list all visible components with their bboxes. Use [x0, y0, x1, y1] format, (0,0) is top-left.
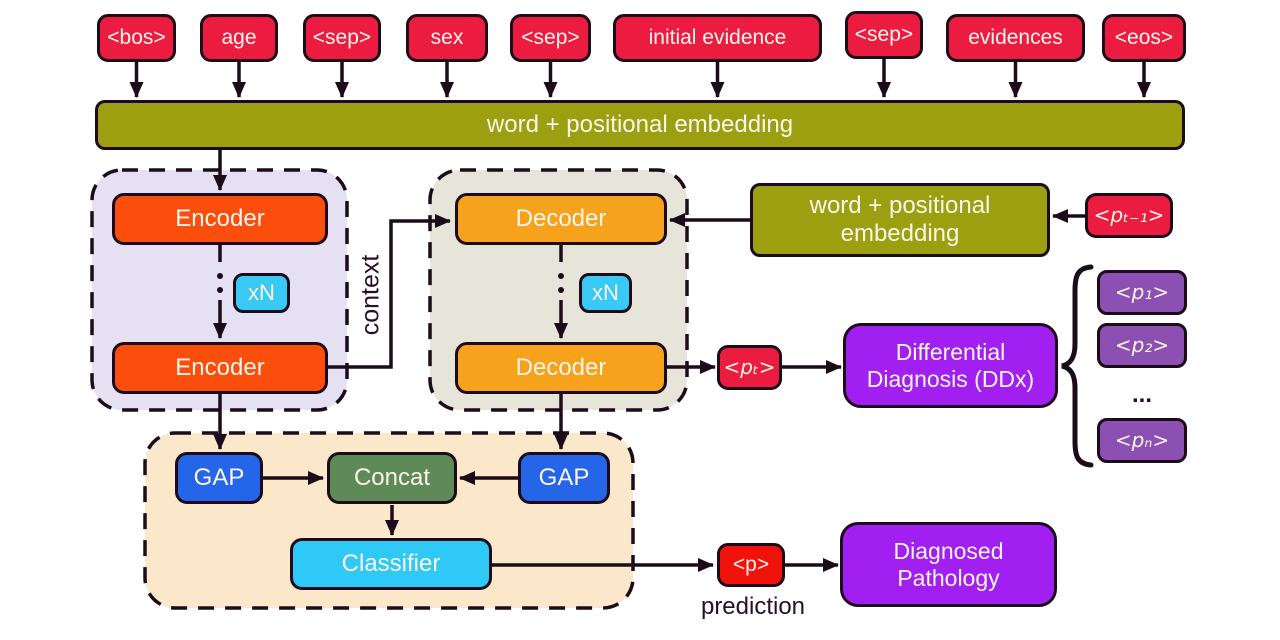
concat-box: Concat	[327, 452, 457, 504]
token-sep-2: <sep>	[510, 14, 591, 62]
token-evidences: evidences	[946, 14, 1085, 62]
decoder-embedding-box: word + positional embedding	[750, 183, 1050, 257]
gap-right-box: GAP	[518, 452, 610, 504]
decoder-bottom-box: Decoder	[455, 342, 667, 394]
differential-diagnosis-box: Differential Diagnosis (DDx)	[843, 323, 1058, 408]
prediction-caption: prediction	[700, 593, 806, 620]
prediction-token: <p>	[717, 543, 785, 587]
prev-prediction-token: <pₜ₋₁>	[1085, 193, 1173, 238]
stack-ellipsis-dots	[217, 273, 564, 293]
outputs-ellipsis: ...	[1131, 381, 1153, 408]
output-token-p1: <p₁>	[1097, 270, 1187, 315]
outputs-brace	[1061, 264, 1094, 468]
output-token-p2: <p₂>	[1097, 323, 1187, 368]
flow-arrows	[213, 150, 1085, 572]
encoder-top-box: Encoder	[112, 193, 328, 245]
token-sep-3: <sep>	[845, 11, 923, 59]
token-arrows	[129, 59, 1151, 98]
token-sex: sex	[406, 14, 488, 62]
decoder-top-box: Decoder	[455, 193, 667, 245]
diagnosed-pathology-box: Diagnosed Pathology	[840, 522, 1057, 607]
decoder-repeat-badge: xN	[579, 273, 632, 313]
gap-left-box: GAP	[175, 452, 263, 504]
token-bos: <bos>	[97, 14, 176, 62]
encoder-bottom-box: Encoder	[112, 342, 328, 394]
token-initial-evidence: initial evidence	[613, 14, 822, 62]
output-token-pn: <pₙ>	[1097, 418, 1187, 463]
encoder-repeat-badge: xN	[233, 273, 290, 313]
context-label: context	[356, 254, 385, 336]
token-eos: <eos>	[1102, 14, 1186, 62]
token-sep-1: <sep>	[303, 14, 381, 62]
classifier-box: Classifier	[290, 538, 492, 590]
word-positional-embedding-bar: word + positional embedding	[95, 100, 1185, 150]
token-age: age	[200, 14, 278, 62]
current-prediction-token: <pₜ>	[717, 345, 782, 390]
